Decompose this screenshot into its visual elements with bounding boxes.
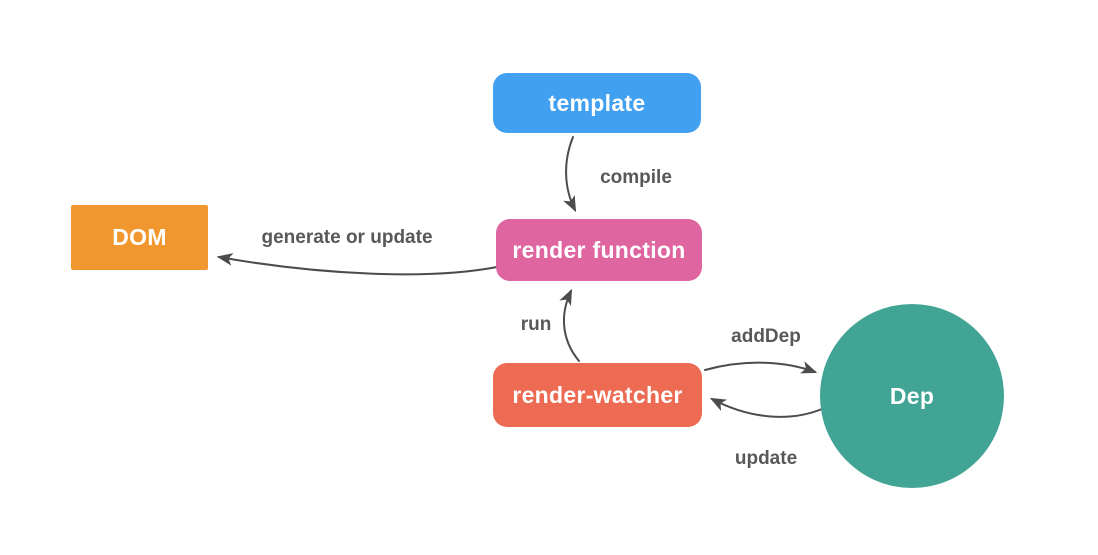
- edge-generate-or-update-arrow: [216, 253, 498, 276]
- edge-update-arrow: [709, 397, 823, 418]
- node-render-function-label: render function: [512, 236, 686, 263]
- edge-label-update: update: [734, 448, 798, 469]
- node-dep-label: Dep: [889, 382, 935, 409]
- edge-run-arrow: [559, 288, 580, 362]
- edge-label-adddep: addDep: [731, 326, 801, 347]
- node-dom-label: DOM: [112, 224, 167, 250]
- node-template-label: template: [548, 89, 646, 116]
- node-dep: Dep: [820, 304, 1004, 488]
- edge-adddep-arrow: [704, 361, 818, 374]
- node-render-watcher-label: render-watcher: [512, 381, 683, 408]
- node-dom: DOM: [71, 205, 208, 270]
- edge-label-generate-or-update: generate or update: [261, 227, 433, 248]
- edge-label-compile: compile: [600, 167, 672, 188]
- edge-label-run: run: [520, 314, 552, 335]
- edge-compile-arrow: [563, 136, 577, 213]
- node-render-function: render function: [496, 219, 702, 281]
- node-template: template: [493, 73, 701, 133]
- node-render-watcher: render-watcher: [493, 363, 702, 427]
